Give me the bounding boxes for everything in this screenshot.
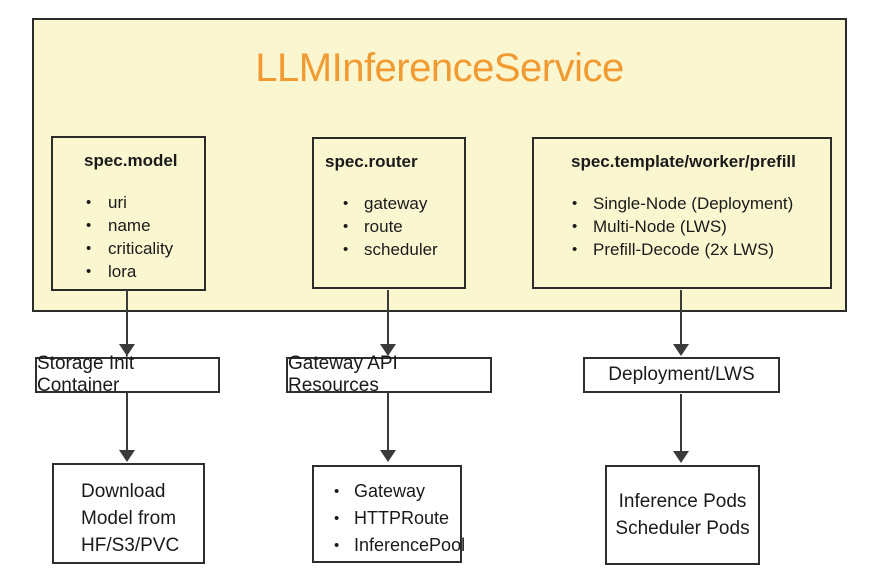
list-item: HTTPRoute bbox=[314, 505, 460, 532]
gateway-api-resources-box: Gateway API Resources bbox=[286, 353, 492, 396]
inference-pods-line: Scheduler Pods bbox=[615, 518, 750, 539]
list-item: Single-Node (Deployment) bbox=[534, 192, 830, 215]
spec-router-box: spec.router gateway route scheduler bbox=[312, 137, 466, 289]
inference-pods-box: Inference Pods Scheduler Pods bbox=[605, 465, 760, 565]
list-item: Multi-Node (LWS) bbox=[534, 215, 830, 238]
list-item: criticality bbox=[53, 237, 204, 260]
deployment-lws-label: Deployment/LWS bbox=[608, 364, 755, 385]
spec-template-list: Single-Node (Deployment) Multi-Node (LWS… bbox=[534, 192, 830, 261]
arrow-spec-model-to-storage bbox=[119, 290, 135, 356]
list-item: route bbox=[314, 215, 464, 238]
gateway-api-resources-label: Gateway API Resources bbox=[288, 353, 398, 396]
list-item: uri bbox=[53, 191, 204, 214]
list-item: name bbox=[53, 214, 204, 237]
spec-template-title: spec.template/worker/prefill bbox=[571, 152, 796, 171]
list-item: lora bbox=[53, 260, 204, 283]
gateway-resources-box: Gateway HTTPRoute InferencePool bbox=[312, 465, 465, 563]
diagram-title: LLMInferenceService bbox=[255, 46, 624, 90]
arrow-spec-router-to-gateway-api bbox=[380, 290, 396, 356]
inference-pods-line: Inference Pods bbox=[618, 491, 747, 512]
list-item: Gateway bbox=[314, 478, 460, 505]
deployment-lws-box: Deployment/LWS bbox=[583, 357, 780, 393]
spec-router-list: gateway route scheduler bbox=[314, 192, 464, 261]
arrow-deployment-to-pods bbox=[673, 394, 689, 463]
spec-model-box: spec.model uri name criticality lora bbox=[51, 136, 206, 291]
arrow-spec-template-to-deployment bbox=[673, 290, 689, 356]
storage-init-container-box: Storage Init Container bbox=[35, 353, 220, 396]
spec-router-title: spec.router bbox=[325, 152, 418, 171]
spec-model-list: uri name criticality lora bbox=[53, 191, 204, 283]
list-item: InferencePool bbox=[314, 532, 465, 559]
download-model-line: Model from bbox=[81, 508, 177, 529]
list-item: scheduler bbox=[314, 238, 464, 261]
spec-template-worker-prefill-box: spec.template/worker/prefill Single-Node… bbox=[532, 137, 832, 289]
storage-init-container-label: Storage Init Container bbox=[37, 353, 135, 396]
gateway-resources-list: Gateway HTTPRoute InferencePool bbox=[314, 478, 465, 559]
spec-model-title: spec.model bbox=[84, 151, 178, 170]
arrow-storage-to-download bbox=[119, 393, 135, 462]
list-item: gateway bbox=[314, 192, 464, 215]
arrow-gateway-api-to-resources bbox=[380, 393, 396, 462]
download-model-box: Download Model from HF/S3/PVC bbox=[52, 463, 205, 564]
download-model-line: HF/S3/PVC bbox=[81, 535, 180, 556]
download-model-line: Download bbox=[81, 481, 166, 502]
list-item: Prefill-Decode (2x LWS) bbox=[534, 238, 830, 261]
